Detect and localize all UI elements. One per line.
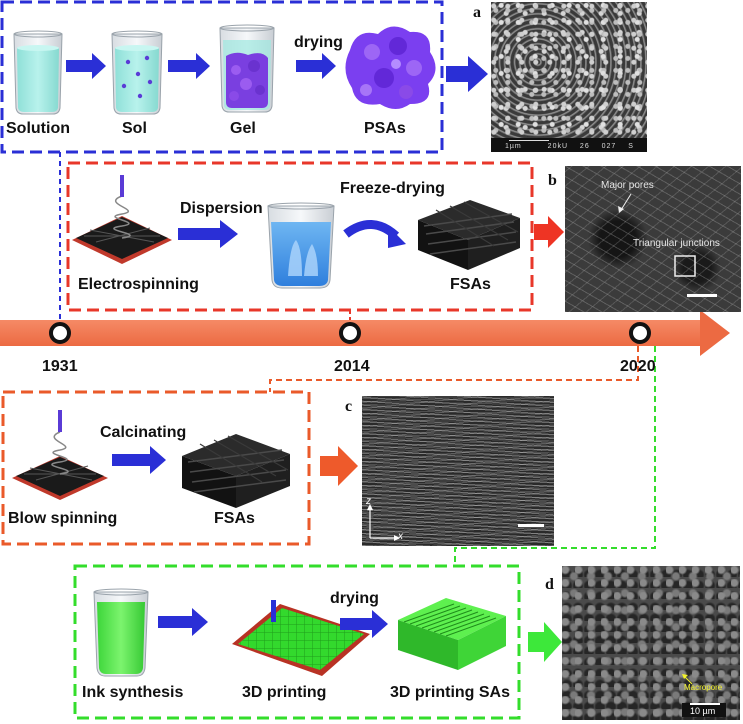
panel-letter-a: a xyxy=(473,4,481,21)
sem-d-overlay xyxy=(682,674,726,717)
arrow-a3-drying xyxy=(296,53,336,79)
blow-spinning-device xyxy=(12,410,108,500)
sem-a-s: S xyxy=(628,143,634,150)
sem-b-major-pores: Major pores xyxy=(601,180,654,191)
arrow-a1 xyxy=(66,53,106,79)
3d-printer-bed xyxy=(232,600,370,676)
timeline xyxy=(0,310,730,356)
sem-b-triangular-junctions: Triangular junctions xyxy=(633,238,720,249)
arrow-d1 xyxy=(158,608,208,636)
label-blow-spinning: Blow spinning xyxy=(8,510,118,527)
connector-green xyxy=(454,346,656,566)
label-solution: Solution xyxy=(6,120,70,137)
panel-letter-c: c xyxy=(345,398,353,415)
label-gel: Gel xyxy=(230,120,256,137)
arrow-to-sem-a xyxy=(446,56,488,92)
beaker-solution xyxy=(13,30,63,115)
sem-d-scale: 10 µm xyxy=(690,706,716,716)
panel-letter-d: d xyxy=(545,576,554,593)
box-panel-a xyxy=(0,0,444,154)
sem-d-macropore: Macropore xyxy=(684,683,723,692)
arrow-to-sem-c xyxy=(320,446,358,486)
label-freeze-drying: Freeze-drying xyxy=(340,180,445,197)
label-3d-printing: 3D printing xyxy=(242,684,327,701)
sem-a-id: 027 xyxy=(601,143,617,150)
label-drying-a: drying xyxy=(294,34,343,51)
arrow-c1-calcinating xyxy=(112,446,166,474)
label-calcinating: Calcinating xyxy=(100,424,187,441)
arrow-to-sem-b xyxy=(534,216,564,248)
year-1931: 1931 xyxy=(42,358,78,375)
sem-c-axis-z: z xyxy=(366,496,371,507)
connector-orange xyxy=(269,346,639,392)
arrow-a2 xyxy=(168,53,210,79)
panel-letter-b: b xyxy=(548,172,557,189)
fsas-block-c xyxy=(182,434,290,508)
box-panel-d xyxy=(73,564,521,720)
beaker-ink xyxy=(93,588,149,677)
electrospinning-device xyxy=(72,175,172,264)
year-2014: 2014 xyxy=(334,358,370,375)
arrow-b2-head xyxy=(388,226,406,248)
label-ink-synthesis: Ink synthesis xyxy=(82,684,184,701)
sem-c-axis-x: x xyxy=(398,531,403,542)
3d-printed-sas-block xyxy=(398,598,506,670)
fsas-block-b xyxy=(418,200,520,270)
beaker-dispersion xyxy=(267,202,335,289)
sem-image-a: 1µm 20kU 26 027 S xyxy=(491,2,647,152)
label-fsas-b: FSAs xyxy=(450,276,491,293)
beaker-sol xyxy=(111,30,163,115)
sem-image-b: Major pores Triangular junctions xyxy=(565,166,741,312)
sem-a-kv: 20kU xyxy=(547,143,569,150)
sem-image-c: z x xyxy=(362,396,554,546)
label-fsas-c: FSAs xyxy=(214,510,255,527)
label-dispersion: Dispersion xyxy=(180,200,263,217)
sem-image-d: Macropore 10 µm xyxy=(562,566,740,720)
label-sol: Sol xyxy=(122,120,147,137)
label-3d-printing-sas: 3D printing SAs xyxy=(390,684,511,701)
sem-b-overlay xyxy=(618,193,717,297)
arrow-d2-drying xyxy=(340,610,388,638)
box-panel-c xyxy=(1,390,311,546)
timeline-node-2014 xyxy=(339,322,361,344)
label-electrospinning: Electrospinning xyxy=(78,276,199,293)
year-2020: 2020 xyxy=(620,358,656,375)
sem-a-wd: 26 xyxy=(579,143,590,150)
sem-a-scale: 1µm xyxy=(505,143,522,150)
label-drying-d: drying xyxy=(330,590,379,607)
psas-aerogel xyxy=(345,26,436,109)
beaker-gel xyxy=(219,24,275,113)
arrow-b1-dispersion xyxy=(178,220,238,248)
arrow-to-sem-d xyxy=(528,622,562,662)
timeline-node-1931 xyxy=(49,322,71,344)
sem-c-overlay xyxy=(367,504,544,541)
label-psas: PSAs xyxy=(364,120,406,137)
timeline-node-2020 xyxy=(629,322,651,344)
